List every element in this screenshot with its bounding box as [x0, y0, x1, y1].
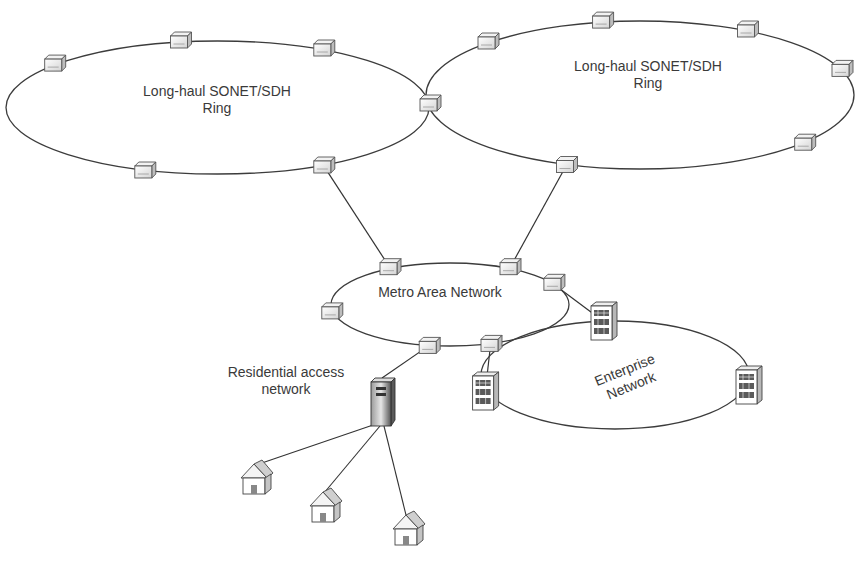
ring-ellipse [426, 21, 854, 169]
enterprise-ring: Enterprise Network [480, 320, 750, 430]
office-building [473, 372, 499, 410]
tower-front [371, 382, 391, 426]
house [393, 511, 425, 545]
text-holder: Long-haul SONET/SDH Ring [135, 83, 300, 117]
fiber-link [486, 343, 491, 388]
text-holder: Metro Area Network [365, 284, 515, 301]
adm-box [478, 33, 499, 49]
ring-outline [330, 262, 570, 347]
fiber-link [323, 165, 390, 268]
adm-box [420, 95, 441, 111]
house [241, 460, 273, 494]
adm-box [544, 274, 565, 290]
ring-outline [425, 20, 855, 170]
ring-ellipse [331, 263, 569, 346]
sonet-ring: Long-haul SONET/SDH Ring [5, 40, 430, 175]
text-holder: Residential access network [226, 364, 346, 398]
ring-ellipse [481, 321, 749, 429]
access-tower [371, 378, 395, 426]
drop-wire [384, 426, 406, 515]
drop-wire [324, 426, 380, 493]
node-label: Residential access network [226, 364, 346, 398]
drop-wires [256, 424, 406, 515]
tower-slot [376, 387, 386, 390]
tower-top [371, 378, 395, 382]
drop-wire [256, 424, 376, 465]
adm-box [832, 60, 853, 76]
node-label: Metro Area Network [365, 284, 515, 301]
sonet-ring: Long-haul SONET/SDH Ring [425, 20, 855, 170]
node-label: Long-haul SONET/SDH Ring [566, 58, 731, 92]
text-holder: Long-haul SONET/SDH Ring [566, 58, 731, 92]
adm-box [45, 55, 66, 71]
house [310, 488, 342, 522]
metro-ring: Metro Area Network [330, 262, 570, 347]
tower-slot [376, 393, 386, 396]
adm-box [738, 21, 759, 37]
node-label: Enterprise Network [580, 345, 676, 410]
node-label: Long-haul SONET/SDH Ring [135, 83, 300, 117]
access-node: Residential access network [368, 378, 396, 426]
adm-box [171, 32, 192, 48]
fiber-link [510, 165, 567, 269]
text-holder: Enterprise Network [583, 361, 673, 395]
tower-side [391, 378, 395, 426]
ring-ellipse [6, 41, 429, 174]
adm-box [593, 12, 614, 28]
fiber-link [382, 345, 429, 378]
